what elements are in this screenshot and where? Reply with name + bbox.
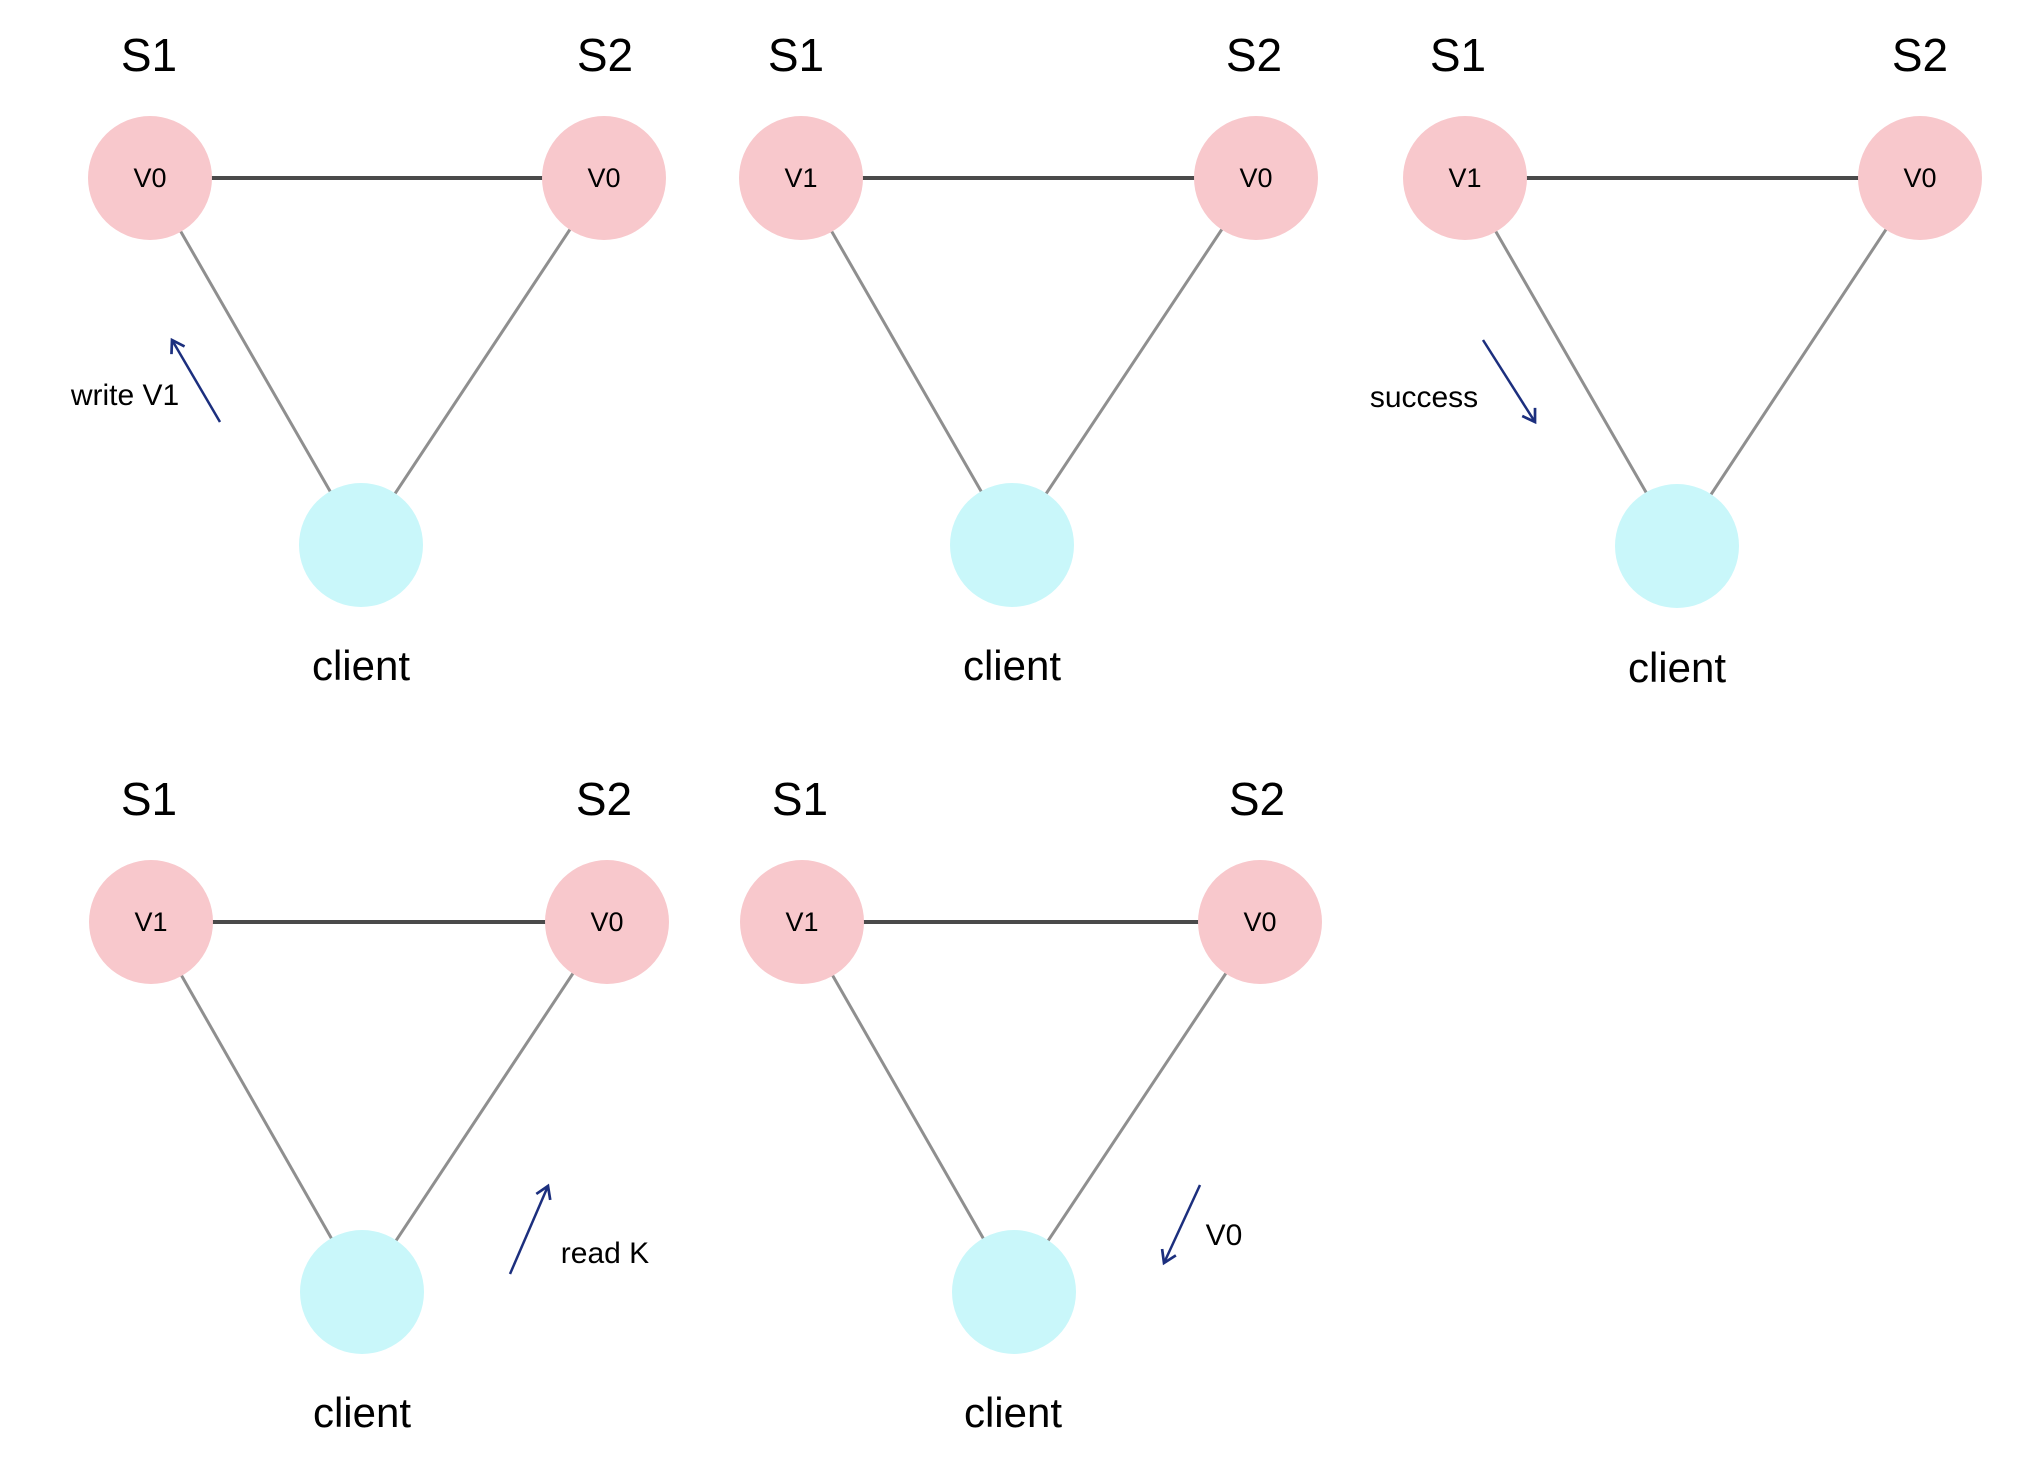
server-s2-node: [1858, 116, 1982, 240]
server-s1-title: S1: [1430, 29, 1486, 81]
server-s1-title: S1: [768, 29, 824, 81]
diagram-step-3: S1 S2 V1 V0 client success: [1370, 29, 1982, 691]
annotation-response-value: V0: [1206, 1219, 1243, 1252]
annotation-read: read K: [561, 1237, 649, 1270]
edge-s1-client: [1463, 177, 1679, 547]
server-s2-title: S2: [1229, 773, 1285, 825]
server-s1-value: V0: [133, 163, 166, 193]
server-s2-node: [1194, 116, 1318, 240]
server-s1-node: [740, 860, 864, 984]
diagram-step-5: S1 S2 V1 V0 client V0: [740, 773, 1322, 1436]
edge-s2-client: [360, 921, 609, 1293]
client-node: [952, 1230, 1076, 1354]
server-s2-value: V0: [590, 907, 623, 937]
server-s2-node: [1198, 860, 1322, 984]
client-title: client: [312, 642, 410, 689]
server-s1-node: [89, 860, 213, 984]
client-node: [950, 483, 1074, 607]
server-s2-value: V0: [1239, 163, 1272, 193]
client-node: [1615, 484, 1739, 608]
edge-s1-client: [800, 921, 1016, 1293]
edge-s2-client: [1010, 177, 1258, 546]
server-s1-title: S1: [121, 773, 177, 825]
client-node: [299, 483, 423, 607]
response-arrow-icon: [1160, 1184, 1202, 1266]
diagram-step-2: S1 S2 V1 V0 client: [739, 29, 1318, 689]
server-s1-node: [739, 116, 863, 240]
server-s2-title: S2: [1226, 29, 1282, 81]
annotation-success: success: [1370, 381, 1478, 414]
write-arrow-icon: [170, 337, 222, 423]
read-arrow-icon: [508, 1183, 552, 1275]
server-s2-value: V0: [587, 163, 620, 193]
diagram-step-4: S1 S2 V1 V0 client read K: [89, 773, 669, 1436]
server-s2-title: S2: [576, 773, 632, 825]
server-s2-node: [545, 860, 669, 984]
edge-s2-client: [1675, 177, 1922, 547]
server-s1-value: V1: [134, 907, 167, 937]
edge-s2-client: [359, 177, 606, 546]
server-s1-value: V1: [1448, 163, 1481, 193]
client-title: client: [963, 642, 1061, 689]
edge-s1-client: [148, 177, 363, 546]
success-arrow-icon: [1481, 339, 1537, 425]
diagram-step-1: S1 S2 V0 V0 client write V1: [70, 29, 666, 689]
server-s2-title: S2: [577, 29, 633, 81]
server-s1-title: S1: [121, 29, 177, 81]
edge-s1-client: [799, 177, 1014, 546]
edge-s1-client: [149, 921, 364, 1293]
server-s1-title: S1: [772, 773, 828, 825]
server-s1-value: V1: [784, 163, 817, 193]
edge-s2-client: [1012, 921, 1262, 1293]
client-title: client: [1628, 644, 1726, 691]
client-title: client: [964, 1389, 1062, 1436]
server-s2-value: V0: [1243, 907, 1276, 937]
server-s1-value: V1: [785, 907, 818, 937]
server-s1-node: [1403, 116, 1527, 240]
server-s2-value: V0: [1903, 163, 1936, 193]
server-s2-title: S2: [1892, 29, 1948, 81]
client-node: [300, 1230, 424, 1354]
client-title: client: [313, 1389, 411, 1436]
annotation-write: write V1: [70, 379, 179, 412]
server-s2-node: [542, 116, 666, 240]
server-s1-node: [88, 116, 212, 240]
